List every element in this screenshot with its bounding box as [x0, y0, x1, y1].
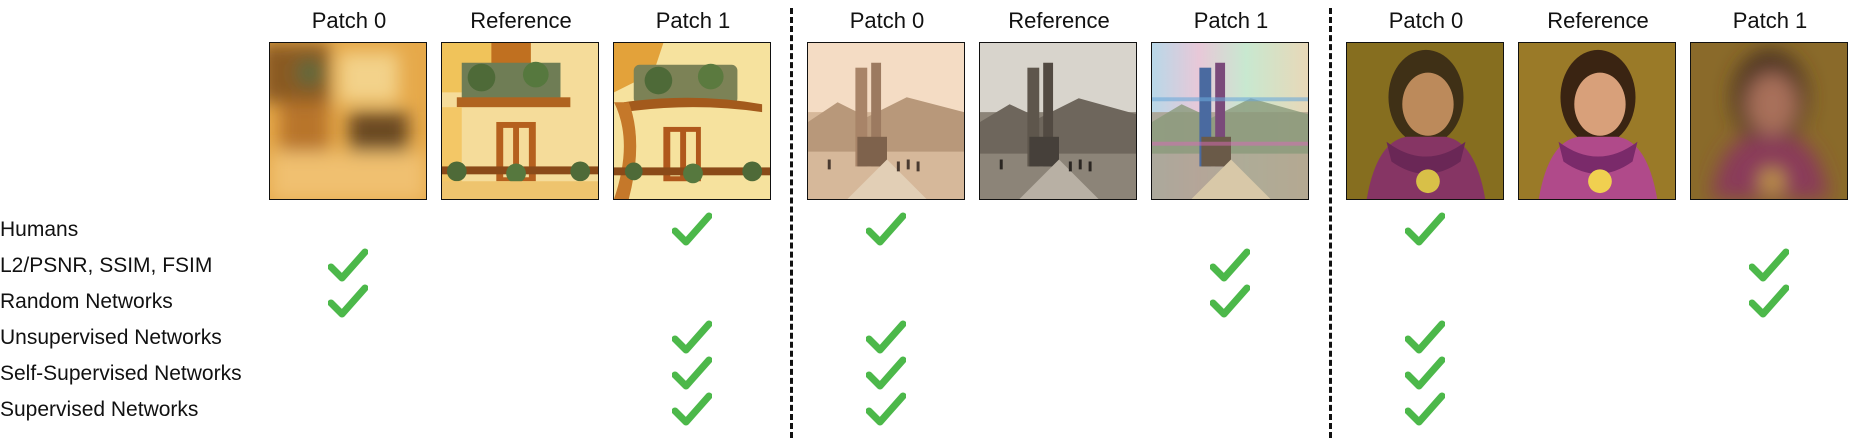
checkmark-icon — [1748, 247, 1790, 283]
g2-patch1-image — [1151, 42, 1309, 200]
checkmark-icon — [865, 319, 907, 355]
group-divider-2 — [1329, 8, 1332, 438]
row-label-humans: Humans — [0, 218, 79, 241]
checkmark-icon — [1209, 247, 1251, 283]
group-divider-1 — [790, 8, 793, 438]
header-g2-patch1: Patch 1 — [1193, 8, 1269, 33]
row-label-random-networks: Random Networks — [0, 290, 173, 313]
checkmark-icon — [1209, 283, 1251, 319]
header-g3-patch0: Patch 0 — [1388, 8, 1464, 33]
row-label-l2-psnr: L2/PSNR, SSIM, FSIM — [0, 254, 213, 277]
checkmark-icon — [327, 247, 369, 283]
checkmark-icon — [671, 391, 713, 427]
checkmark-icon — [1748, 283, 1790, 319]
checkmark-icon — [1404, 355, 1446, 391]
g2-patch0-image — [807, 42, 965, 200]
checkmark-icon — [671, 355, 713, 391]
g1-reference-image — [441, 42, 599, 200]
row-label-supervised: Supervised Networks — [0, 398, 199, 421]
g1-patch0-image — [269, 42, 427, 200]
header-g1-reference: Reference — [470, 8, 572, 33]
header-g2-reference: Reference — [1008, 8, 1110, 33]
g1-patch1-image — [613, 42, 771, 200]
g3-patch1-image — [1690, 42, 1848, 200]
checkmark-icon — [1404, 211, 1446, 247]
g2-reference-image — [979, 42, 1137, 200]
checkmark-icon — [327, 283, 369, 319]
header-g1-patch0: Patch 0 — [311, 8, 387, 33]
checkmark-icon — [671, 319, 713, 355]
header-g3-patch1: Patch 1 — [1732, 8, 1808, 33]
row-label-self-supervised: Self-Supervised Networks — [0, 362, 242, 385]
header-g3-reference: Reference — [1547, 8, 1649, 33]
checkmark-icon — [1404, 391, 1446, 427]
checkmark-icon — [865, 211, 907, 247]
g3-patch0-image — [1346, 42, 1504, 200]
header-g1-patch1: Patch 1 — [655, 8, 731, 33]
checkmark-icon — [865, 391, 907, 427]
checkmark-icon — [865, 355, 907, 391]
header-g2-patch0: Patch 0 — [849, 8, 925, 33]
g3-reference-image — [1518, 42, 1676, 200]
row-label-unsupervised: Unsupervised Networks — [0, 326, 222, 349]
checkmark-icon — [671, 211, 713, 247]
checkmark-icon — [1404, 319, 1446, 355]
